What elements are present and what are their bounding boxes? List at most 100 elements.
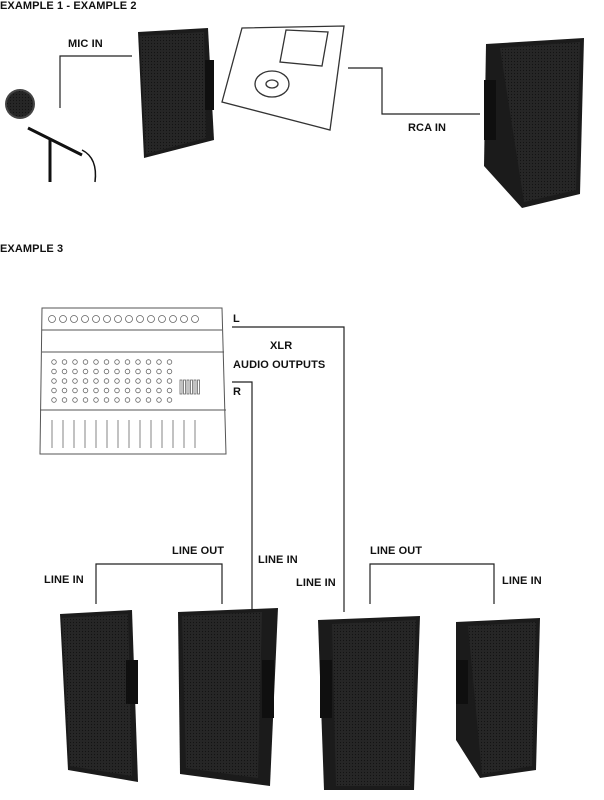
mixer-knob [93,359,99,365]
mixer-knob [180,315,188,323]
mixer-knob [147,315,155,323]
mixer-knob [82,368,89,375]
mixer-knob [125,315,133,323]
mixer-meter [197,379,200,395]
mixer-knob [82,378,89,384]
mixer-knob [166,387,173,394]
mixer-knob [103,315,111,323]
mixer-knob [61,368,68,375]
mixer-knob [114,359,120,365]
mixer-knob [93,397,99,403]
mixer-knob [72,368,78,375]
mixer-knob [156,387,162,394]
mixer-knob [191,315,199,323]
label-line-in-2: LINE IN [258,554,298,566]
mixer-knob [103,368,110,375]
mixer-knob [81,315,89,323]
mixer-knob [82,397,89,403]
label-line-out-left: LINE OUT [172,545,225,557]
line-out-chain-left [95,563,223,604]
mixer-knob [145,397,152,403]
mixer-knob [135,359,141,365]
mixer-knob [156,368,162,375]
mixer-knob [124,359,131,365]
mixer-knob [124,397,131,403]
mixer-knobs [48,315,200,448]
mixer-knob [61,387,68,394]
label-line-out-right: LINE OUT [370,545,423,557]
microphone-icon [5,89,97,183]
mixer-knob [169,315,177,323]
speaker-icon [484,38,584,208]
label-rca-in: RCA IN [408,122,447,134]
mixer-knob [82,387,89,394]
mixer-knob [145,387,152,394]
mixer-knob [166,378,173,384]
mixer-knob [166,397,173,403]
mixer-knob [135,378,141,384]
label-xlr: XLR [270,340,293,352]
mixer-meter [186,379,190,395]
speaker-icon [456,618,540,778]
mixer-knob [82,359,89,365]
mixer-meter [190,379,193,395]
mixer-knob [59,315,67,323]
speaker-icon [138,28,214,158]
mixer-knob [61,378,68,384]
mixer-meter [183,379,186,395]
mixer-knob [103,359,110,365]
label-line-in-3: LINE IN [296,577,336,589]
mixer-knob [103,378,110,384]
mixer-knob [114,378,120,384]
mixer-knob [93,368,99,375]
mixer-knob [51,397,57,403]
mixer-knob [93,387,99,394]
mixer-knob [156,359,162,365]
mixer-knob [61,397,68,403]
mixer-output-line-right [232,381,253,612]
mixer-knob [72,387,78,394]
mixer-knob [166,368,173,375]
speaker-icon [318,616,420,790]
mixer-knob [103,387,110,394]
label-mic-in: MIC IN [68,38,103,50]
mixer-knob [135,397,141,403]
rca-cable-line [348,67,480,115]
mixer-knob [92,315,100,323]
mixer-knob [48,315,56,323]
mixer-knob [114,387,120,394]
line-out-chain-right [369,563,495,604]
mixer-output-line-left [232,326,345,612]
mixer-meter [193,379,197,395]
mixer-knob [70,315,78,323]
mixer-knob [135,387,141,394]
mixer-knob [136,315,144,323]
label-mixer-l: L [233,313,240,325]
mixer-meter [179,379,183,395]
mixer-knob [145,378,152,384]
mixer-knob [158,315,166,323]
mixer-knob [114,368,120,375]
mic-cable-line [59,55,132,108]
mixer-knob [51,387,57,394]
mixer-knob [93,378,99,384]
mixer-knob [72,397,78,403]
heading-example-3: EXAMPLE 3 [0,243,64,255]
mixer-knob [124,387,131,394]
mixer-knob [124,368,131,375]
label-line-in-4: LINE IN [502,575,542,587]
speaker-icon [178,608,278,786]
mixer-knob [72,378,78,384]
label-audio-outputs: AUDIO OUTPUTS [233,359,326,371]
mixer-knob [51,378,57,384]
mixer-knob [135,368,141,375]
mixer-icon [39,307,227,455]
mixer-knob [103,397,110,403]
label-line-in-1: LINE IN [44,574,84,586]
mixer-knob [61,359,68,365]
mixer-knob [145,368,152,375]
mixer-knob [114,397,120,403]
mixer-knob [51,359,57,365]
mixer-knob [166,359,173,365]
